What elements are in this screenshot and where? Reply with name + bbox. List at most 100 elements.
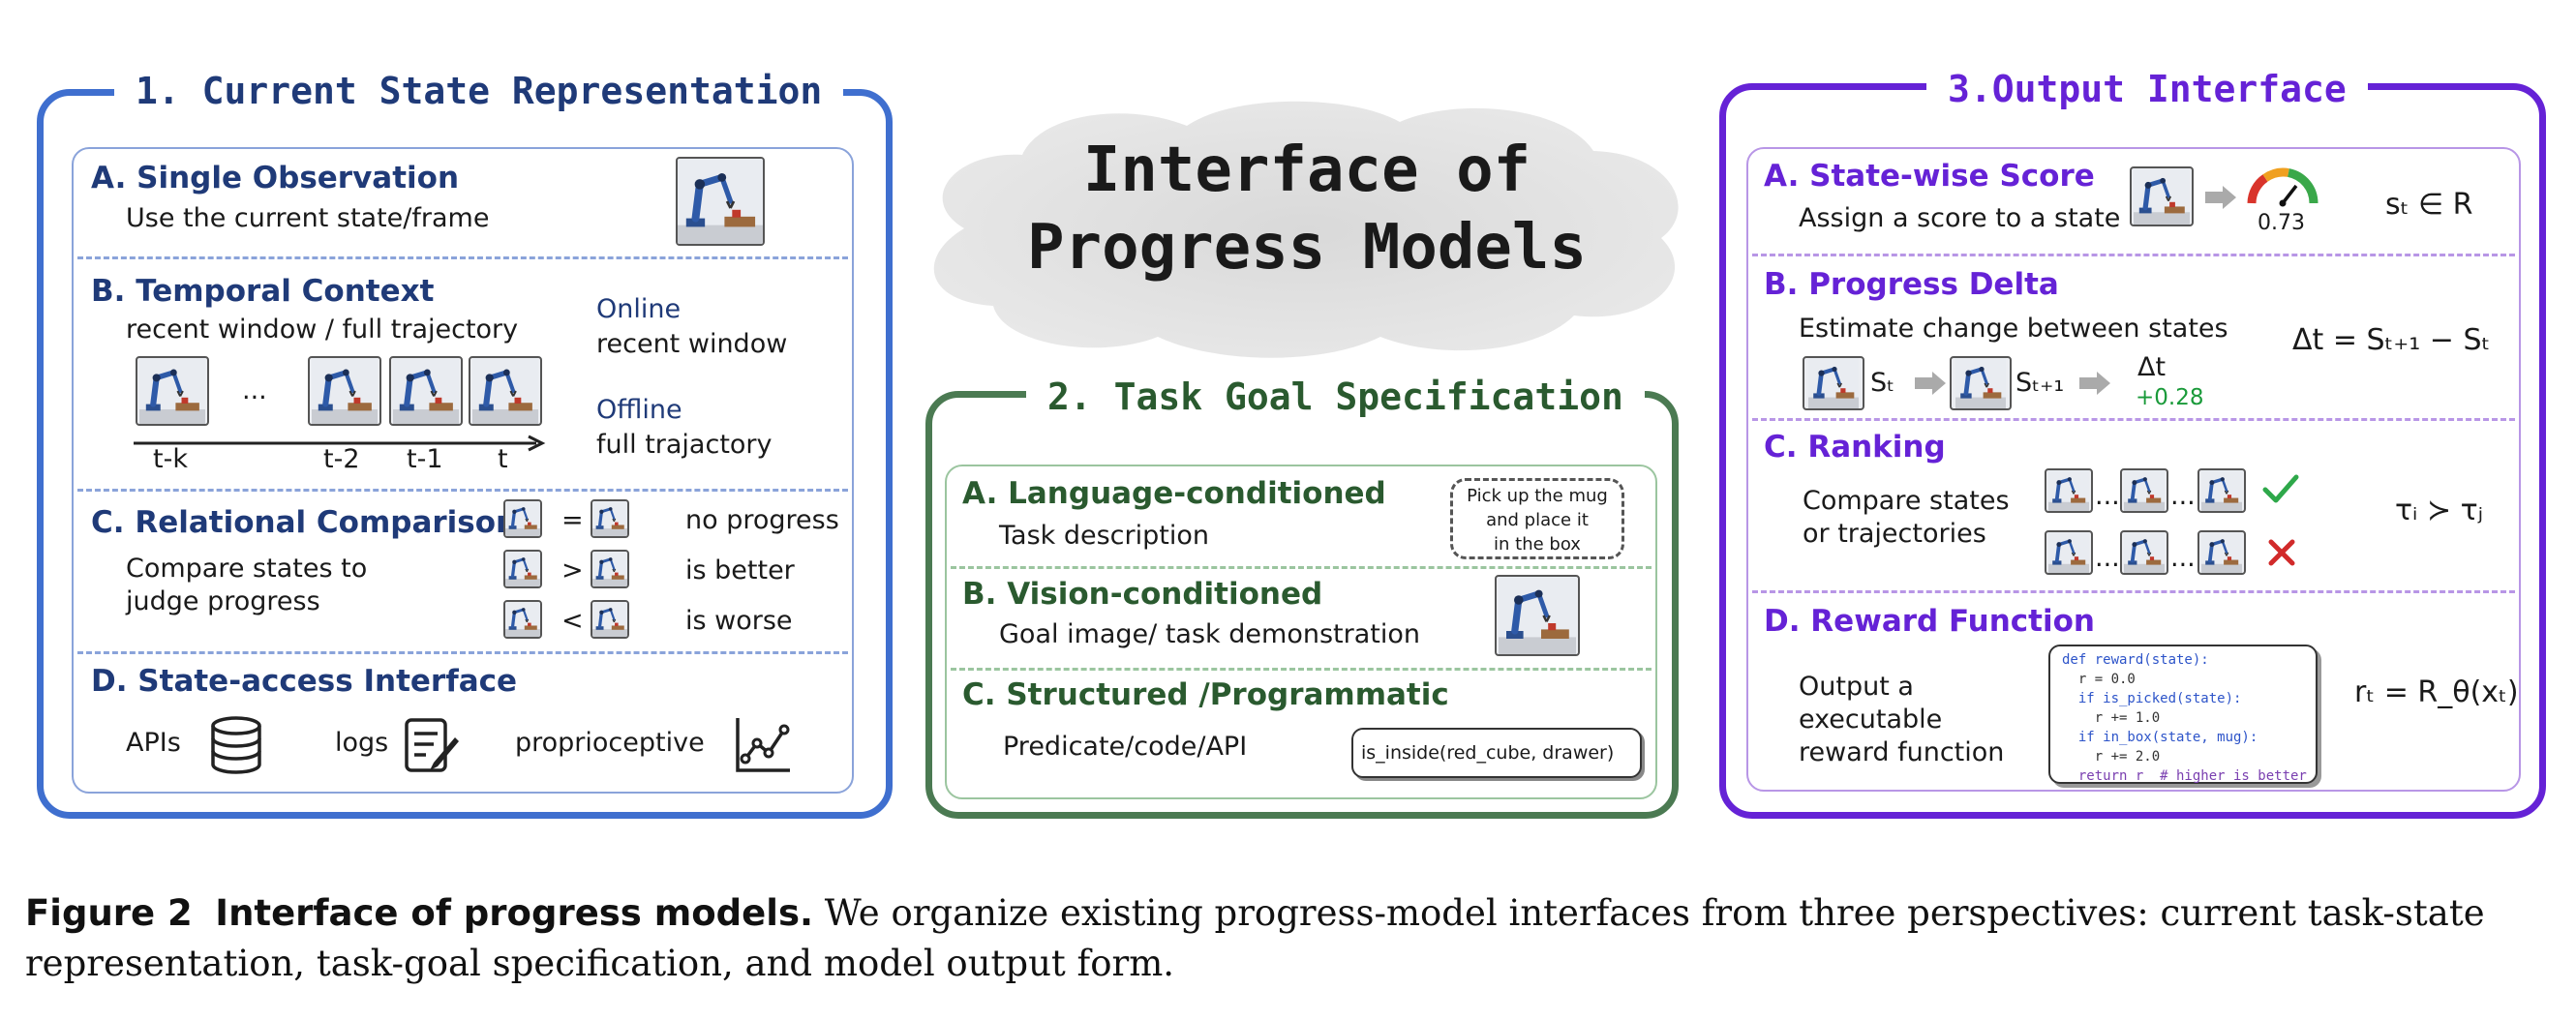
delta-value: +0.28 — [2136, 385, 2204, 410]
temporal-context-title: B. Temporal Context — [91, 274, 435, 309]
line-chart-icon — [736, 718, 790, 772]
robot-frame-tk — [136, 356, 209, 426]
tick-t2: t-2 — [323, 444, 360, 474]
progress-delta-formula: Δt = Sₜ₊₁ − Sₜ — [2292, 323, 2491, 357]
caption-label: Figure 2 — [25, 892, 193, 934]
code-line: if in_box(state, mug): — [2062, 730, 2258, 745]
time-axis-arrow — [134, 435, 546, 452]
rank-dots: ... — [2170, 543, 2196, 573]
single-observation-desc: Use the current state/frame — [126, 203, 490, 233]
code-line: def reward(state): — [2062, 652, 2209, 668]
reward-desc-3: reward function — [1799, 737, 2005, 767]
relational-desc-1: Compare states to — [126, 554, 368, 584]
language-desc: Task description — [999, 521, 1209, 551]
robot-frame-t1 — [389, 356, 463, 426]
panel1-inner — [72, 147, 854, 794]
ranking-formula: τᵢ ≻ τⱼ — [2395, 494, 2483, 527]
progress-delta-title: B. Progress Delta — [1764, 267, 2059, 302]
caption-text: We organize existing progress-model inte… — [25, 892, 2485, 984]
bubble-line: in the box — [1494, 534, 1581, 555]
temporal-context-desc: recent window / full trajectory — [126, 315, 519, 345]
robot-compare-right — [591, 600, 629, 639]
state-s-t: Sₜ — [1870, 368, 1895, 398]
robot-state-t1 — [1950, 356, 2012, 410]
arrow-right-icon — [2079, 372, 2110, 395]
bubble-line: and place it — [1486, 510, 1589, 530]
code-line: r += 1.0 — [2062, 710, 2161, 726]
tick-t: t — [498, 444, 508, 474]
panel3-title: 3.Output Interface — [1926, 68, 2368, 110]
apis-label: APIs — [126, 728, 181, 758]
predicate-code: is_inside(red_cube, drawer) — [1351, 728, 1642, 778]
logs-label: logs — [335, 728, 389, 758]
structured-desc: Predicate/code/API — [1003, 732, 1248, 762]
code-line: r = 0.0 — [2062, 672, 2136, 687]
rank-dots: ... — [2170, 481, 2196, 511]
robot-compare-left — [503, 499, 542, 538]
arrow-right-icon — [2205, 186, 2236, 209]
delta-label: Δt — [2137, 352, 2167, 382]
predicate-code-text: is_inside(red_cube, drawer) — [1361, 742, 1615, 764]
robot-rank — [2197, 468, 2246, 513]
state-wise-desc: Assign a score to a state — [1799, 203, 2121, 233]
single-observation-title: A. Single Observation — [91, 161, 460, 195]
gauge-icon — [2247, 167, 2318, 207]
offline-desc: full trajactory — [596, 430, 773, 460]
robot-frame-t — [469, 356, 542, 426]
gauge-value: 0.73 — [2258, 211, 2305, 235]
state-access-title: D. State-access Interface — [91, 664, 518, 699]
robot-compare-left — [503, 550, 542, 588]
reward-desc-2: executable — [1799, 705, 1943, 735]
robot-rank — [2045, 530, 2093, 575]
robot-rank — [2197, 530, 2246, 575]
caption-bold: Interface of progress models. — [215, 892, 814, 934]
cross-icon — [2268, 539, 2295, 566]
arrow-right-icon — [1915, 372, 1946, 395]
ranking-title: C. Ranking — [1764, 430, 1946, 465]
robot-compare-right — [591, 499, 629, 538]
reward-function-title: D. Reward Function — [1764, 604, 2095, 639]
reward-formula: rₜ = R_θ(xₜ) — [2354, 675, 2519, 709]
figure-caption: Figure 2 Interface of progress models. W… — [25, 888, 2552, 989]
frames-ellipsis: ... — [242, 375, 267, 405]
robot-compare-right — [591, 550, 629, 588]
proprioceptive-label: proprioceptive — [515, 728, 705, 758]
vision-desc: Goal image/ task demonstration — [999, 619, 1420, 649]
panel1-title: 1. Current State Representation — [114, 70, 844, 112]
code-line: if is_picked(state): — [2062, 691, 2242, 706]
log-file-icon — [405, 718, 459, 772]
offline-label: Offline — [596, 395, 682, 425]
state-wise-score-title: A. State-wise Score — [1764, 159, 2095, 194]
main-title-line1: Interface of — [1082, 135, 1531, 206]
online-desc: recent window — [596, 329, 788, 359]
rank-dots: ... — [2095, 481, 2120, 511]
code-line: return r # higher is better — [2062, 768, 2307, 784]
bubble-line: Pick up the mug — [1467, 486, 1608, 506]
instruction-bubble: Pick up the mug and place it in the box — [1450, 478, 1624, 559]
robot-compare-left — [503, 600, 542, 639]
compare-label: is worse — [685, 606, 793, 636]
structured-title: C. Structured /Programmatic — [962, 677, 1449, 712]
panel2-title: 2. Task Goal Specification — [1026, 375, 1645, 418]
vision-conditioned-title: B. Vision-conditioned — [962, 577, 1323, 612]
state-s-t1: Sₜ₊₁ — [2015, 368, 2065, 398]
robot-image — [676, 157, 765, 246]
robot-state-t — [1803, 356, 1864, 410]
title-cloud — [933, 101, 1679, 358]
rank-dots: ... — [2095, 543, 2120, 573]
progress-delta-desc: Estimate change between states — [1799, 314, 2228, 344]
online-label: Online — [596, 294, 682, 324]
robot-state — [2130, 166, 2194, 226]
goal-image — [1495, 575, 1580, 656]
main-title-line2: Progress Models — [1027, 212, 1587, 284]
tick-tk: t-k — [153, 444, 188, 474]
reward-code-block: def reward(state): r = 0.0 if is_picked(… — [2048, 645, 2318, 784]
robot-rank — [2120, 468, 2168, 513]
language-conditioned-title: A. Language-conditioned — [962, 476, 1386, 511]
compare-op: > — [561, 555, 584, 585]
robot-frame-t2 — [308, 356, 381, 426]
compare-op: < — [561, 606, 584, 636]
compare-label: no progress — [685, 505, 839, 535]
ranking-desc-1: Compare states — [1803, 486, 2010, 516]
compare-op: = — [561, 505, 584, 535]
